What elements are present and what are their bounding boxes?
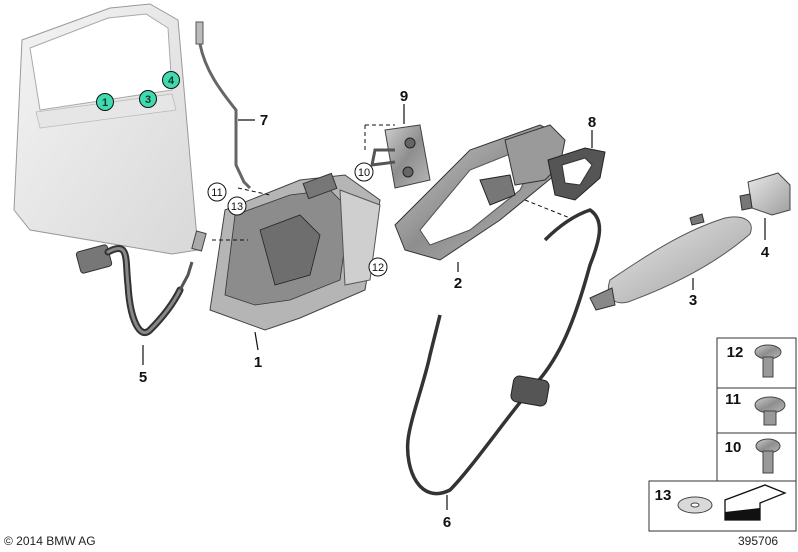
svg-text:12: 12 [727, 344, 744, 361]
svg-text:1: 1 [102, 97, 108, 109]
part-5-bowden-cable [75, 230, 207, 336]
fastener-row-11: 11 [725, 391, 786, 426]
svg-text:11: 11 [725, 391, 741, 408]
callout-1: 1 [254, 354, 262, 371]
svg-text:13: 13 [231, 201, 243, 213]
svg-text:12: 12 [372, 262, 384, 274]
callout-2: 2 [454, 275, 462, 292]
callout-4: 4 [761, 244, 770, 261]
fastener-table [648, 337, 797, 532]
part-1-door-lock [209, 172, 381, 331]
part-3-handle [589, 213, 752, 311]
callout-8: 8 [588, 114, 596, 131]
door-marker-1: 1 [96, 93, 114, 111]
door-marker-4: 4 [162, 71, 180, 89]
callout-9: 9 [400, 88, 408, 105]
callout-12-lock: 12 [368, 257, 388, 277]
callout-5: 5 [139, 369, 147, 386]
part-7-rod [195, 21, 252, 190]
svg-text:11: 11 [211, 187, 222, 199]
part-8-gasket [547, 147, 606, 201]
callout-3: 3 [689, 292, 697, 309]
dash-lock-7 [237, 187, 271, 196]
part-9-striker [370, 124, 431, 189]
part-6-cable [405, 208, 602, 496]
svg-text:10: 10 [358, 167, 370, 179]
callout-10: 10 [354, 162, 374, 182]
dash-carrier [524, 199, 571, 219]
copyright-text: © 2014 BMW AG [4, 534, 96, 548]
svg-text:13: 13 [655, 487, 672, 504]
part-2-handle-carrier [394, 124, 566, 261]
image-number: 395706 [738, 534, 778, 548]
rear-door-panel [13, 3, 199, 255]
svg-text:4: 4 [168, 75, 175, 87]
callout-13: 13 [227, 196, 247, 216]
part-4-cap [739, 172, 791, 216]
dash-striker [364, 124, 395, 150]
door-marker-3: 3 [139, 90, 157, 108]
callout-11: 11 [207, 182, 227, 202]
fastener-row-12: 12 [727, 344, 782, 378]
svg-text:3: 3 [145, 94, 151, 106]
callout-7: 7 [260, 112, 268, 129]
callout-6: 6 [443, 514, 451, 531]
leader-1 [254, 331, 259, 351]
fastener-row-10: 10 [725, 438, 781, 474]
svg-text:10: 10 [725, 439, 742, 456]
fastener-row-13-washer: 13 [655, 484, 787, 521]
